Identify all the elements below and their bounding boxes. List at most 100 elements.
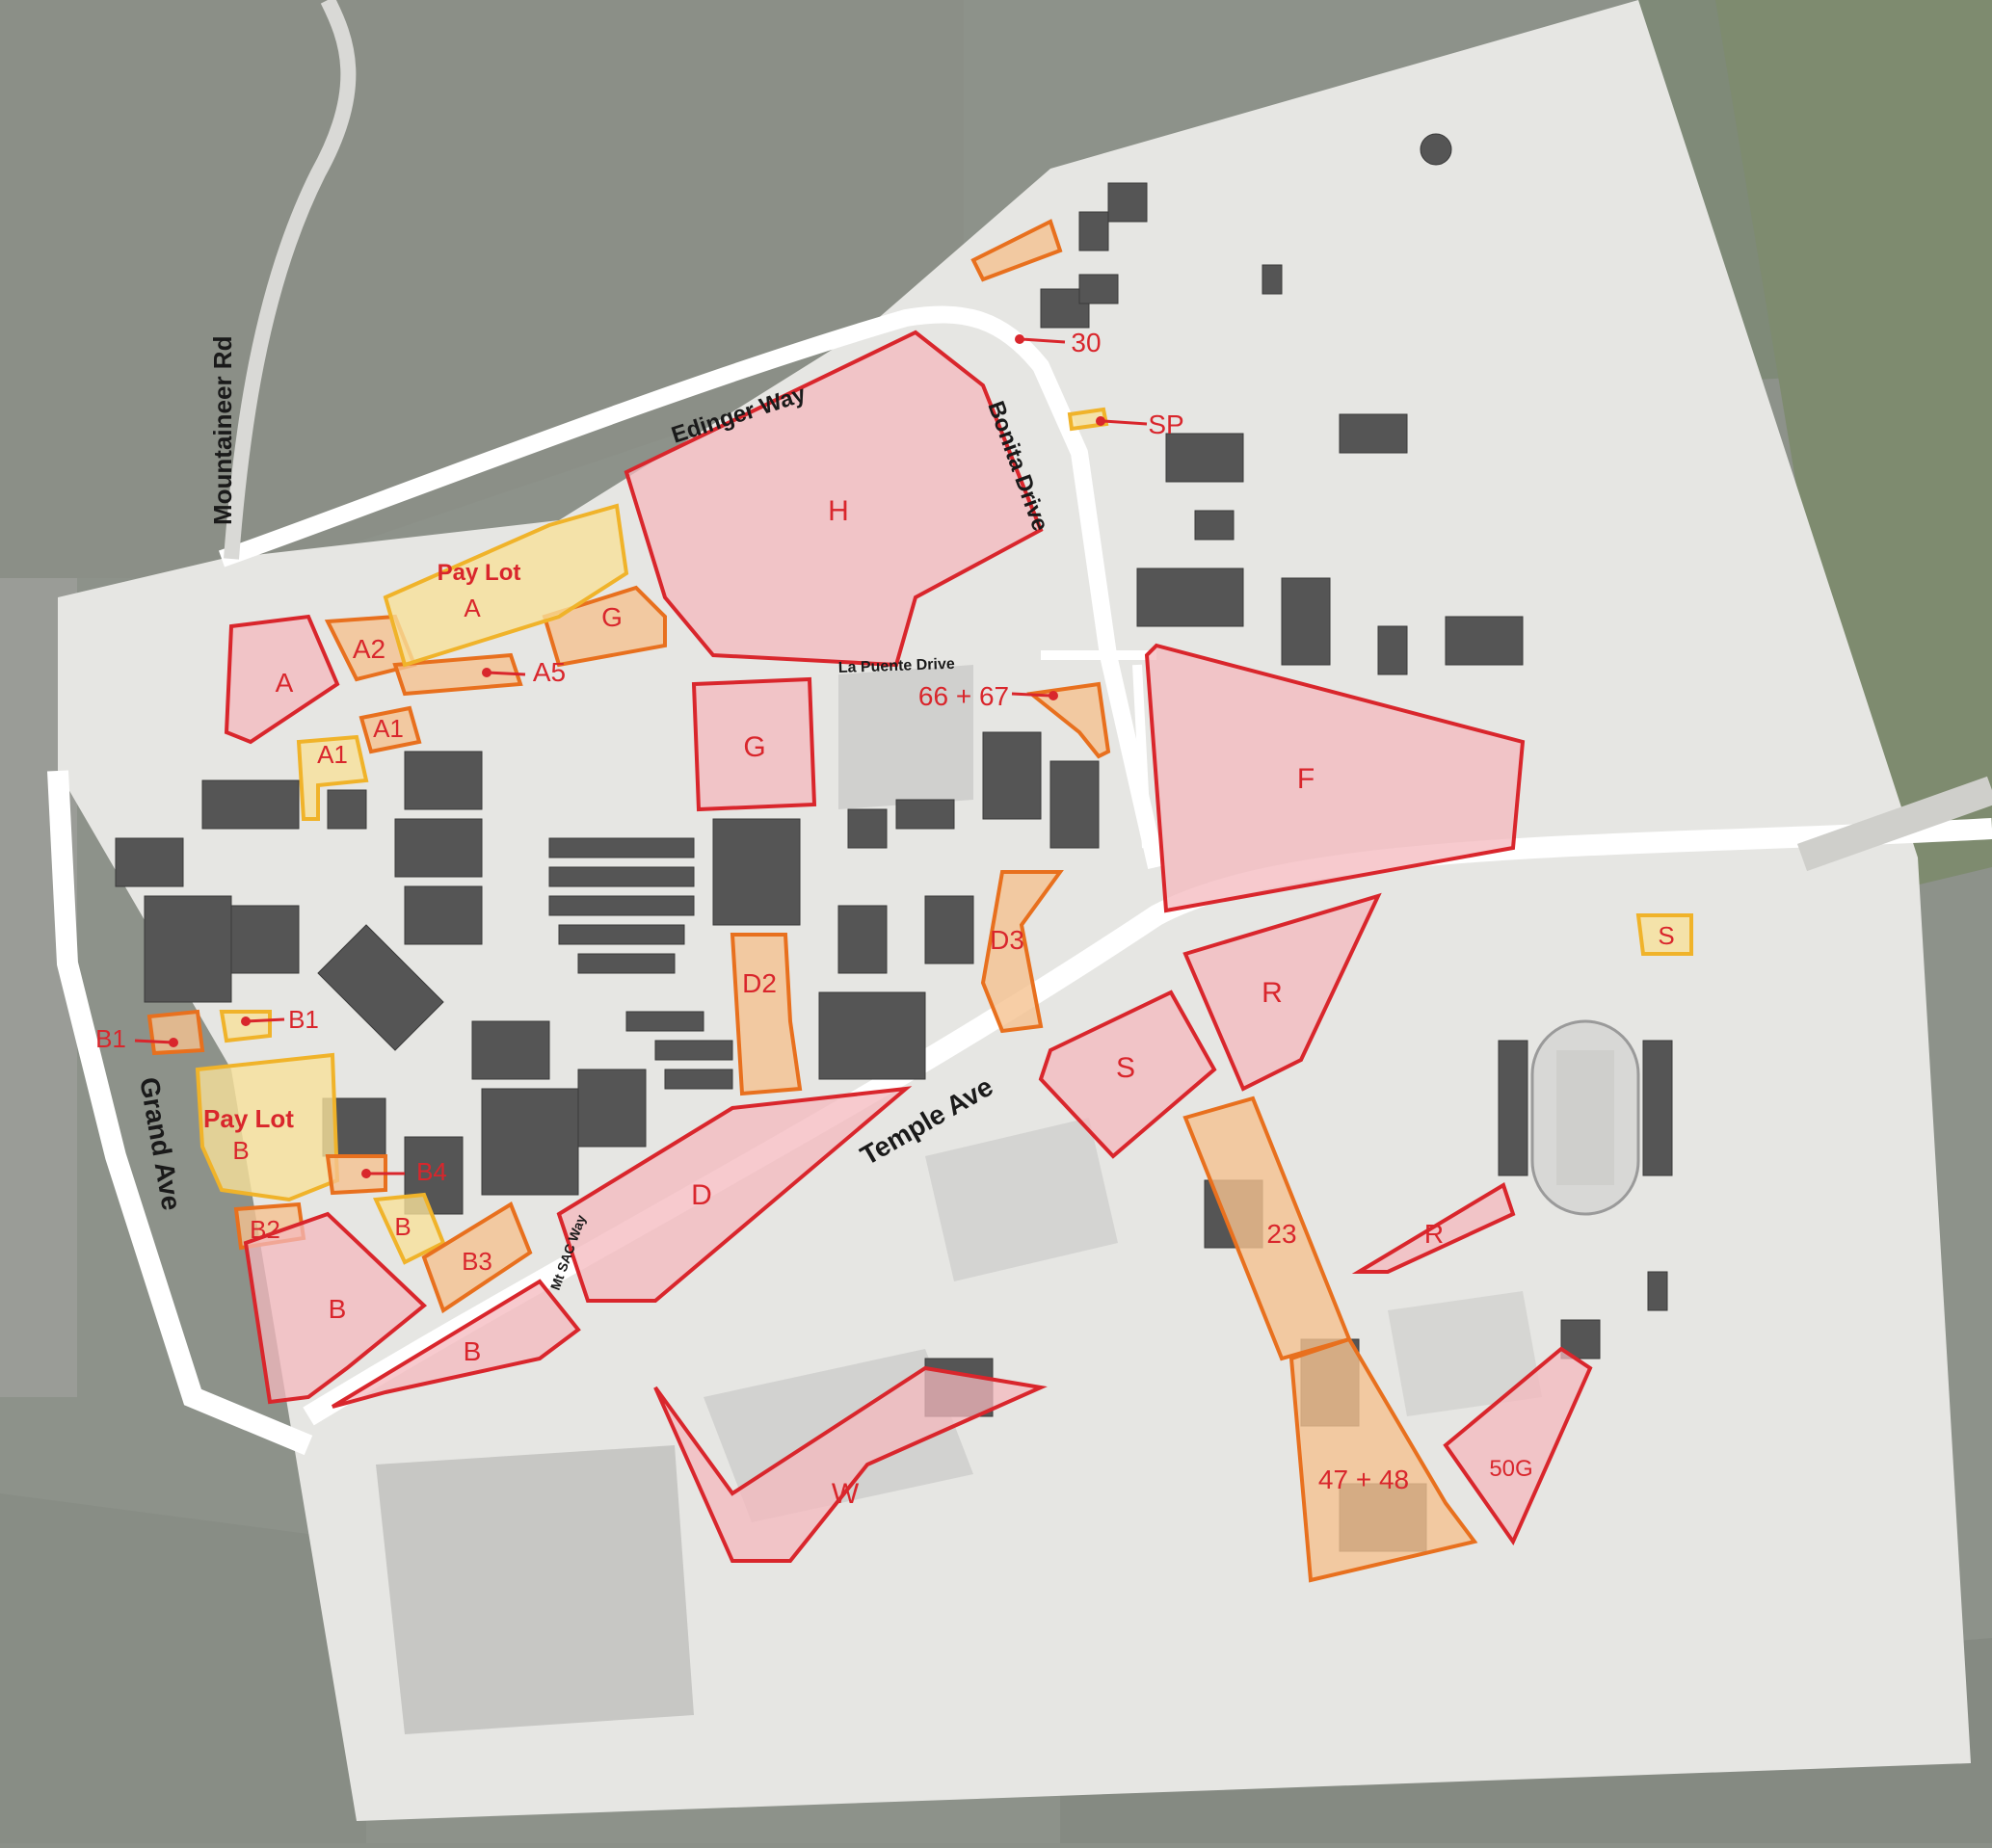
parking-lot-47-48[interactable] <box>1288 1336 1478 1583</box>
building <box>1049 760 1100 849</box>
parking-lot-r-upper[interactable] <box>1182 892 1382 1092</box>
building <box>895 799 955 830</box>
leader-dot-b4 <box>361 1169 371 1178</box>
lot-label-pay-lot-a-line1: Pay Lot <box>438 560 521 586</box>
parking-lot-a1-yellow[interactable] <box>296 734 369 821</box>
lot-label-r-upper: R <box>1262 977 1283 1009</box>
leader-dot-30 <box>1015 334 1024 344</box>
pay-lot-b[interactable] <box>195 1052 340 1202</box>
building <box>404 885 483 945</box>
parking-lot-g-orange[interactable] <box>542 585 667 668</box>
parking-lot-b-yellow[interactable] <box>373 1192 446 1265</box>
building <box>548 895 695 916</box>
building <box>481 1088 579 1196</box>
lot-label-30: 30 <box>1071 328 1101 357</box>
leader-a5 <box>486 671 526 676</box>
parking-lot-30-area[interactable] <box>970 219 1063 282</box>
parking-lot-s[interactable] <box>1038 990 1217 1159</box>
parking-lot-b-south[interactable] <box>331 1279 581 1409</box>
parking-lot-a5[interactable] <box>392 652 523 697</box>
parking-lot-h[interactable] <box>624 330 1044 668</box>
leader-dot-b1-left <box>169 1038 178 1047</box>
building <box>577 1069 647 1148</box>
leader-dot-a5 <box>482 668 491 677</box>
building <box>654 1040 733 1061</box>
building <box>1339 413 1408 454</box>
building <box>837 905 888 974</box>
building <box>1078 274 1119 304</box>
parking-lot-r-lower[interactable] <box>1351 1182 1516 1274</box>
parking-lot-b3[interactable] <box>421 1201 533 1314</box>
building <box>1281 577 1331 666</box>
athletic-courts <box>838 665 973 809</box>
leader-dot-b1-right <box>241 1016 251 1026</box>
building <box>144 895 232 1003</box>
lot-label-f: F <box>1297 763 1315 795</box>
lot-label-pay-lot-b-line1: Pay Lot <box>203 1104 294 1133</box>
grand-ave-road <box>47 770 313 1456</box>
parking-lot-a[interactable] <box>224 614 340 745</box>
building <box>1262 264 1283 295</box>
aerial-residential-southwest <box>0 1493 366 1843</box>
lot-label-sp: SP <box>1148 409 1183 439</box>
parking-lot-s-yellow[interactable] <box>1635 913 1693 956</box>
lot-label-s-yellow: S <box>1658 921 1674 950</box>
building <box>1078 211 1109 251</box>
building <box>317 924 444 1051</box>
building <box>404 751 483 810</box>
road-label-la-puente: La Puente Drive <box>838 656 956 676</box>
leader-30 <box>1021 337 1066 344</box>
lot-label-b-south: B <box>464 1336 482 1366</box>
lot-label-s: S <box>1116 1052 1135 1084</box>
parking-lot-f[interactable] <box>1144 643 1526 913</box>
lot-label-a2: A2 <box>353 634 385 664</box>
lot-label-b1-left: B1 <box>95 1024 126 1053</box>
building <box>471 1020 550 1080</box>
pay-lot-a[interactable] <box>383 503 629 668</box>
temple-ave-road <box>303 818 1992 1426</box>
parking-lot-66-67[interactable] <box>1026 681 1111 759</box>
building <box>577 953 676 974</box>
building <box>230 905 300 974</box>
lot-label-b-lower: B <box>329 1294 347 1324</box>
lot-label-g: G <box>743 731 765 763</box>
lot-label-b4: B4 <box>416 1157 447 1186</box>
leader-b1-left <box>134 1039 174 1044</box>
building <box>1194 510 1235 541</box>
parking-lot-d2[interactable] <box>730 933 803 1096</box>
stadium-bleachers <box>1642 1040 1673 1176</box>
lot-label-g-orange: G <box>601 602 623 632</box>
lot-label-b3: B3 <box>462 1247 492 1276</box>
road-label-mountaineer: Mountaineer Rd <box>208 336 237 525</box>
mountaineer-road <box>224 0 357 560</box>
parking-lot-d[interactable] <box>556 1086 913 1303</box>
parking-lot-g[interactable] <box>691 676 817 812</box>
lot-label-66-67: 66 + 67 <box>918 681 1009 711</box>
parking-lot-d3[interactable] <box>980 870 1064 1034</box>
parking-lot-50g[interactable] <box>1443 1346 1593 1546</box>
leader-dot-sp <box>1096 416 1105 426</box>
building <box>818 991 926 1080</box>
leader-b1-right <box>245 1017 285 1023</box>
stadium-bleachers <box>1498 1040 1528 1176</box>
parking-lot-b1-left[interactable] <box>146 1009 205 1056</box>
building <box>847 808 888 849</box>
lot-label-h: H <box>828 495 849 527</box>
parking-lot-w[interactable] <box>653 1365 1048 1563</box>
wetland-area <box>376 1445 694 1734</box>
building <box>982 731 1042 820</box>
building <box>1445 616 1524 666</box>
water-tank <box>1420 133 1452 166</box>
building <box>1165 433 1244 483</box>
lot-label-b2: B2 <box>250 1215 280 1244</box>
lot-labels: H F G G A A2 A5 Pay Lot A A1 A1 B1 B1 Pa… <box>95 328 1675 1510</box>
building <box>1107 182 1148 223</box>
building <box>712 818 801 926</box>
parking-lot-b4[interactable] <box>325 1154 387 1196</box>
parking-lot-a1-orange[interactable] <box>359 705 422 754</box>
lot-label-b-yellow: B <box>394 1212 411 1241</box>
building <box>327 789 367 830</box>
parking-lot-b-lower[interactable] <box>243 1211 428 1405</box>
lot-label-d2: D2 <box>742 968 777 998</box>
